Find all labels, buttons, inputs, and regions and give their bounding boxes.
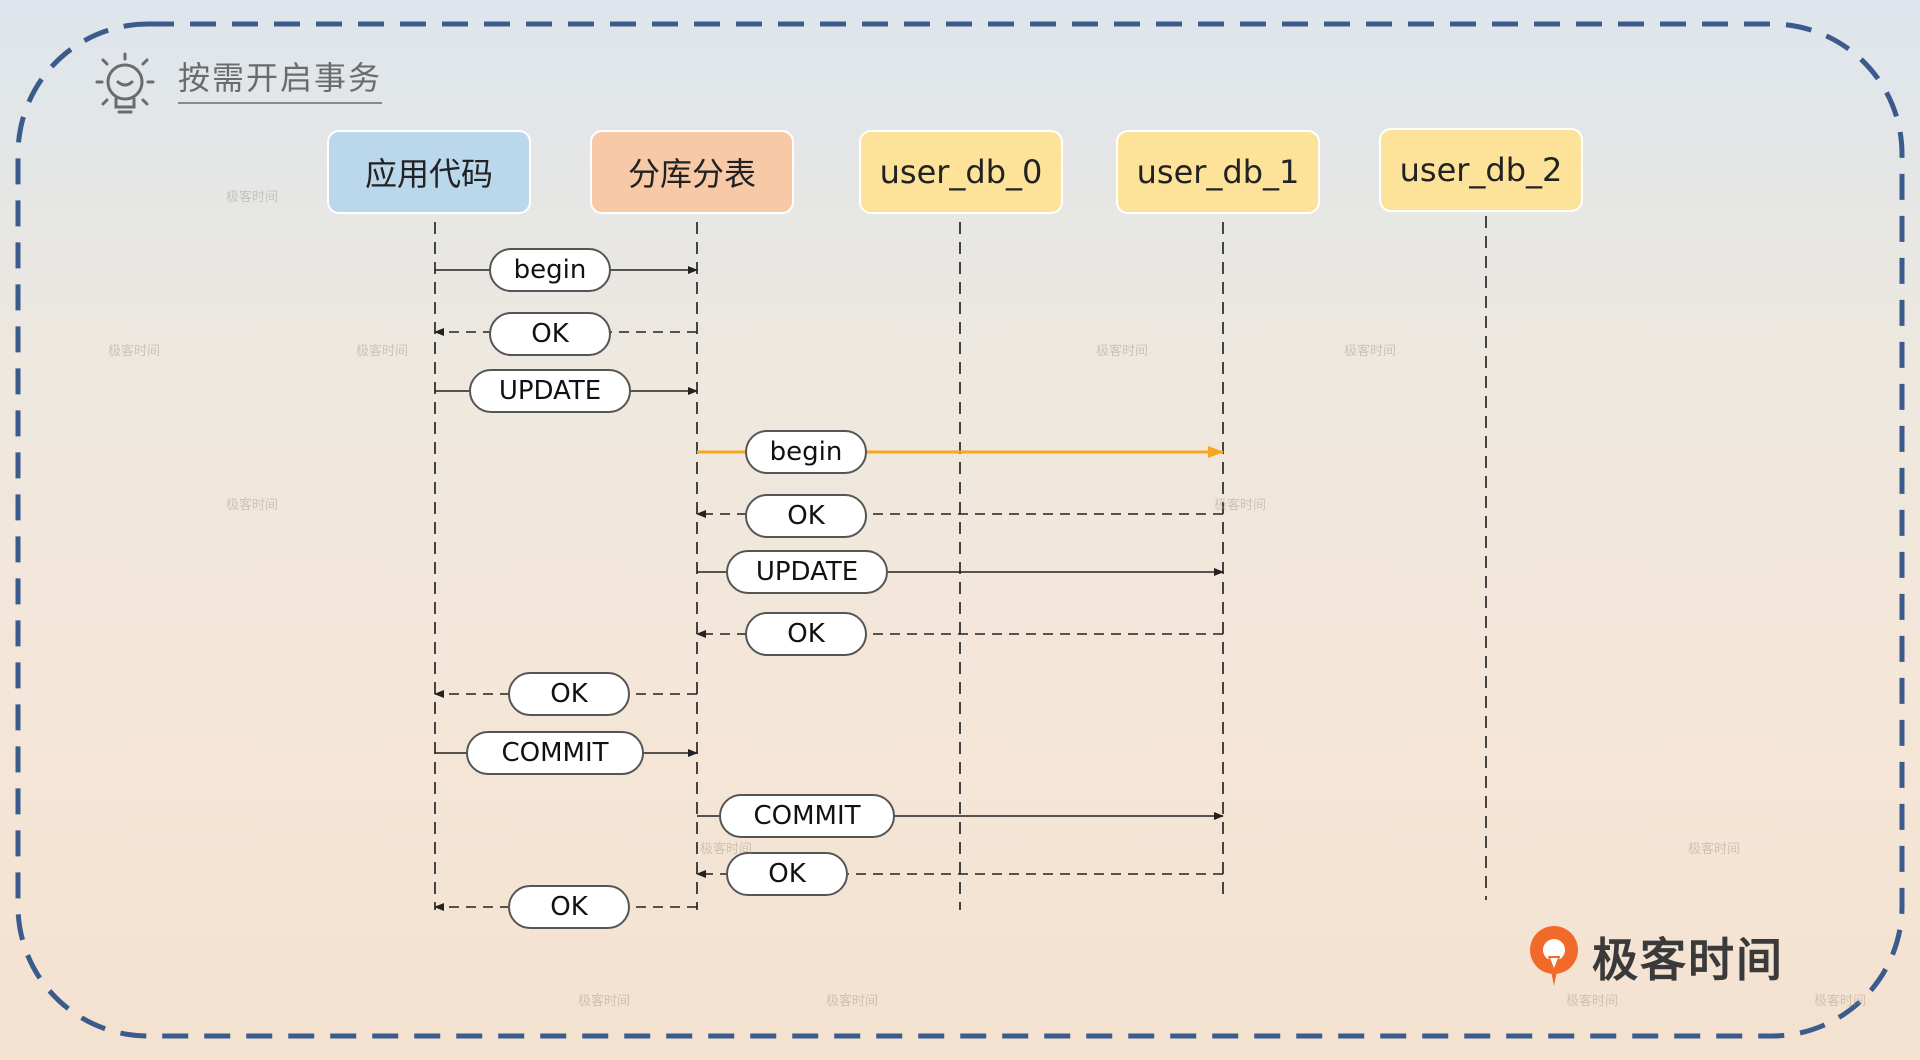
watermark: 极客时间 [826,994,879,1009]
participant-user-db-2: user_db_2 [1379,128,1583,212]
watermark: 极客时间 [1344,344,1397,359]
message-label: OK [489,312,611,356]
message-label: UPDATE [726,550,888,594]
watermark: 极客时间 [108,344,161,359]
watermark: 极客时间 [578,994,631,1009]
message-label: OK [508,885,630,929]
message-label: OK [508,672,630,716]
geektime-logo-icon [1530,926,1578,986]
watermark: 极客时间 [226,190,279,205]
watermark: 极客时间 [1566,994,1619,1009]
watermark: 极客时间 [1096,344,1149,359]
message-label: begin [745,430,867,474]
watermark: 极客时间 [1814,994,1867,1009]
watermark: 极客时间 [1688,842,1741,857]
watermark: 极客时间 [226,498,279,513]
message-label: begin [489,248,611,292]
watermark: 极客时间 [700,842,753,857]
participant-sharding: 分库分表 [590,130,794,214]
brand-logo: 极客时间 [1526,920,1786,990]
watermark: 极客时间 [356,344,409,359]
message-label: OK [745,612,867,656]
page-title: 按需开启事务 [178,56,383,104]
message-label: OK [726,852,848,896]
message-label: COMMIT [719,794,895,838]
participant-user-db-1: user_db_1 [1116,130,1320,214]
message-label: OK [745,494,867,538]
message-label: UPDATE [469,369,631,413]
lightbulb-icon [95,52,155,114]
brand-name: 极客时间 [1592,933,1784,987]
watermark: 极客时间 [1214,498,1267,513]
message-label: COMMIT [466,731,644,775]
participant-user-db-0: user_db_0 [859,130,1063,214]
participant-app-code: 应用代码 [327,130,531,214]
